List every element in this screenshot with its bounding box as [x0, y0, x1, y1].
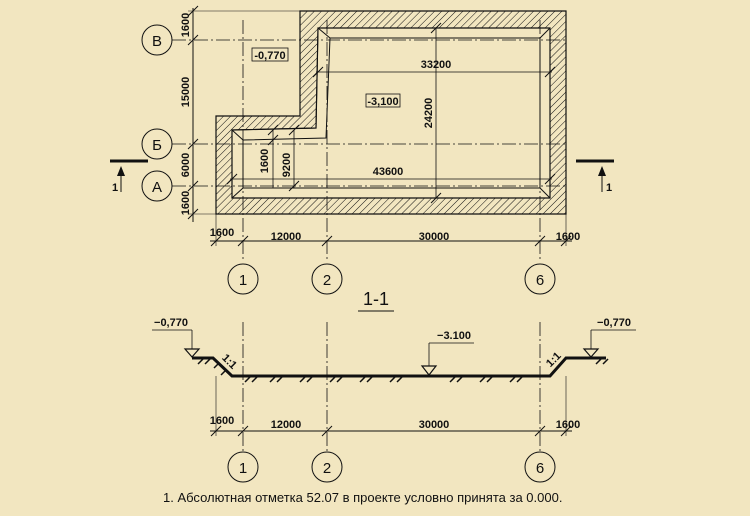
dim-text: 1600: [556, 231, 580, 243]
elevation-box-top: -0,770: [251, 47, 289, 62]
elevation-text: −0,770: [154, 317, 188, 329]
dim-text: 9200: [281, 153, 293, 177]
dim-text: 15000: [180, 77, 192, 108]
dim-text: 1600: [180, 191, 192, 215]
section-axis-bubble-1: 1: [227, 451, 259, 483]
inner-vertical-dims: 1600 9200: [259, 124, 300, 192]
dim-text: 6000: [180, 153, 192, 177]
row-axis-label: Б: [152, 137, 162, 154]
dim-text: 12000: [271, 419, 302, 431]
row-axis-label: А: [152, 179, 162, 196]
dim-text: 30000: [419, 419, 450, 431]
dim-text: 24200: [423, 98, 435, 129]
drawing-note: 1. Абсолютная отметка 52.07 в проекте ус…: [163, 490, 562, 505]
dim-text: 30000: [419, 231, 450, 243]
section-view: 1-1 1:1 1:1: [152, 289, 636, 483]
elevation-text: -0,770: [254, 50, 285, 62]
section-axis-bubble-6: 6: [524, 451, 556, 483]
dim-text: 1600: [259, 149, 271, 173]
slope-label-right: 1:1: [544, 350, 564, 370]
elevation-text: -3,100: [367, 96, 398, 108]
dim-text: 1600: [180, 13, 192, 37]
dim-text: 1600: [210, 227, 234, 239]
dim-43600: 43600: [226, 166, 556, 185]
ground-profile: [192, 356, 606, 378]
dim-text: 43600: [373, 166, 404, 178]
col-axis-label: 1: [239, 272, 247, 289]
elevation-mark-bottom: −3.100: [420, 330, 474, 376]
section-dimension-chain: 1600 12000 30000 1600: [210, 376, 580, 437]
row-axis-bubble-V: В: [141, 24, 173, 56]
row-axis-bubble-B: Б: [141, 128, 173, 160]
dim-text: 1600: [556, 419, 580, 431]
pit-outer-border: [215, 10, 567, 215]
elevation-mark-right: −0,770: [582, 317, 636, 358]
left-dimension-chain: 1600 15000 6000 1600: [180, 5, 300, 222]
dim-33200: 33200: [312, 59, 556, 78]
row-axis-label: В: [152, 33, 162, 50]
ground-hatch: [197, 358, 609, 383]
col-axis-label: 2: [323, 272, 331, 289]
col-axis-label: 1: [239, 460, 247, 477]
section-marker-left: 1: [110, 159, 148, 194]
section-title: 1-1: [363, 289, 389, 309]
section-axis-bubble-2: 2: [311, 451, 343, 483]
dim-text: 33200: [421, 59, 452, 71]
elevation-text: −3.100: [437, 330, 471, 342]
plan-view: В Б А 1600 15000 6000 1600: [110, 5, 614, 295]
bottom-dimension-chain: 1600 12000 30000 1600: [210, 214, 580, 247]
col-axis-label: 2: [323, 460, 331, 477]
elevation-text: −0,770: [597, 317, 631, 329]
dim-24200: 24200: [423, 22, 442, 204]
row-axis-bubble-A: А: [141, 170, 173, 202]
col-axis-bubble-2: 2: [311, 263, 343, 295]
section-marker-right: 1: [576, 159, 614, 194]
section-marker-label: 1: [112, 182, 118, 194]
col-axis-label: 6: [536, 272, 544, 289]
section-marker-label: 1: [606, 182, 612, 194]
col-axis-label: 6: [536, 460, 544, 477]
dim-text: 12000: [271, 231, 302, 243]
dim-text: 1600: [210, 415, 234, 427]
elevation-box-pit: -3,100: [365, 93, 401, 108]
col-axis-bubble-1: 1: [227, 263, 259, 295]
elevation-mark-left: −0,770: [152, 317, 201, 358]
col-axis-bubble-6: 6: [524, 263, 556, 295]
